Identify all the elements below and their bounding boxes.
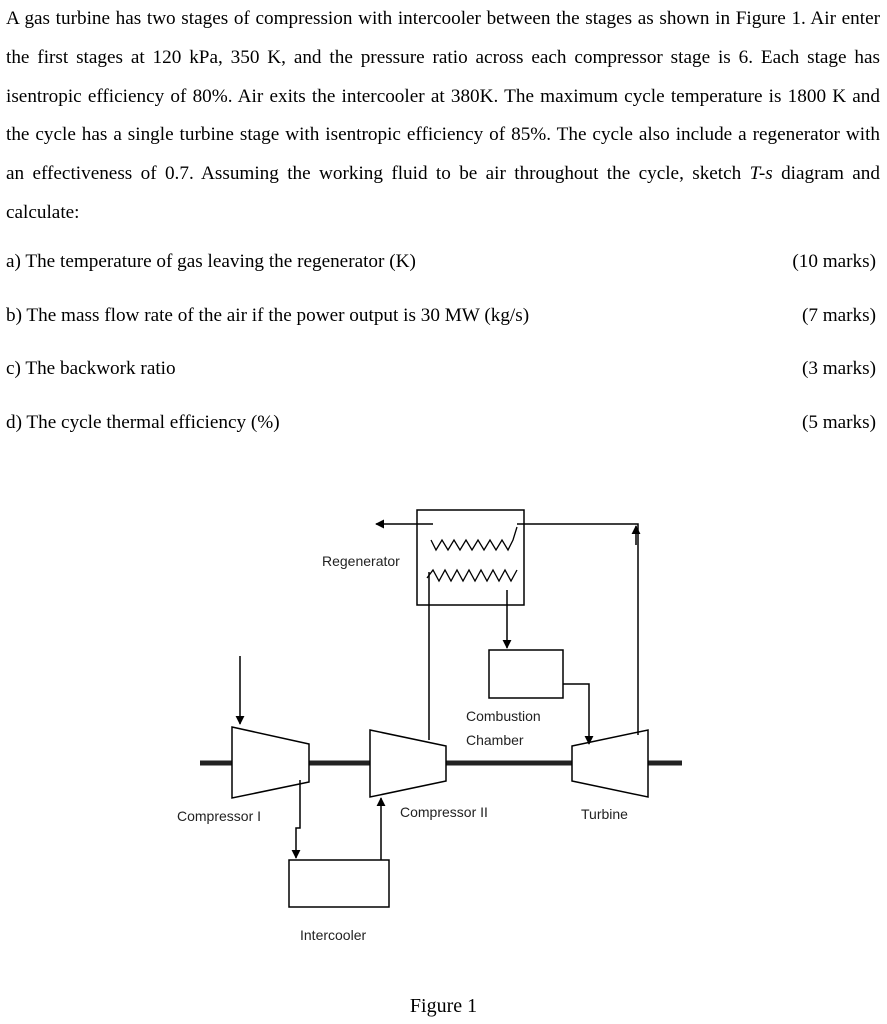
flow-lines <box>235 519 641 860</box>
question-marks: (7 marks) <box>801 305 876 326</box>
compressor-2-label: Compressor II <box>400 804 488 820</box>
question-a: a) The temperature of gas leaving the re… <box>6 249 880 275</box>
intercooler-label: Intercooler <box>300 927 366 943</box>
regenerator-label: Regenerator <box>322 553 400 569</box>
combustion-chamber-box <box>488 649 564 699</box>
combustion-label-line2: Chamber <box>466 732 524 748</box>
figure-caption: Figure 1 <box>409 995 478 1017</box>
ts-diagram-term: T-s <box>749 163 773 185</box>
compressor-1-label: Compressor I <box>177 808 261 824</box>
question-marks: (10 marks) <box>792 251 876 272</box>
combustion-label-line1: Combustion <box>466 708 541 724</box>
intro-text: A gas turbine has two stages of compress… <box>6 8 880 185</box>
regenerator-coil-top <box>430 526 518 552</box>
compressor-1-shape <box>231 726 310 799</box>
question-text: c) The backwork ratio <box>6 358 176 379</box>
compressor-2-shape <box>369 729 447 798</box>
question-marks: (5 marks) <box>801 412 876 433</box>
regenerator-box <box>416 509 525 606</box>
turbine-shape <box>571 729 649 798</box>
question-c: c) The backwork ratio (3 marks) <box>6 356 880 382</box>
question-b: b) The mass flow rate of the air if the … <box>6 303 880 329</box>
intro-text-end: diagram and calculate: <box>6 163 880 223</box>
problem-intro: A gas turbine has two stages of compress… <box>6 0 880 233</box>
turbine-label: Turbine <box>581 806 628 822</box>
intercooler-box <box>288 859 390 908</box>
problem-statement: A gas turbine has two stages of compress… <box>6 0 880 233</box>
regenerator-coil-bottom <box>426 568 518 583</box>
question-d: d) The cycle thermal efficiency (%) (5 m… <box>6 410 880 436</box>
question-marks: (3 marks) <box>801 358 876 379</box>
question-text: a) The temperature of gas leaving the re… <box>6 251 416 272</box>
question-text: d) The cycle thermal efficiency (%) <box>6 412 280 433</box>
question-text: b) The mass flow rate of the air if the … <box>6 305 530 326</box>
